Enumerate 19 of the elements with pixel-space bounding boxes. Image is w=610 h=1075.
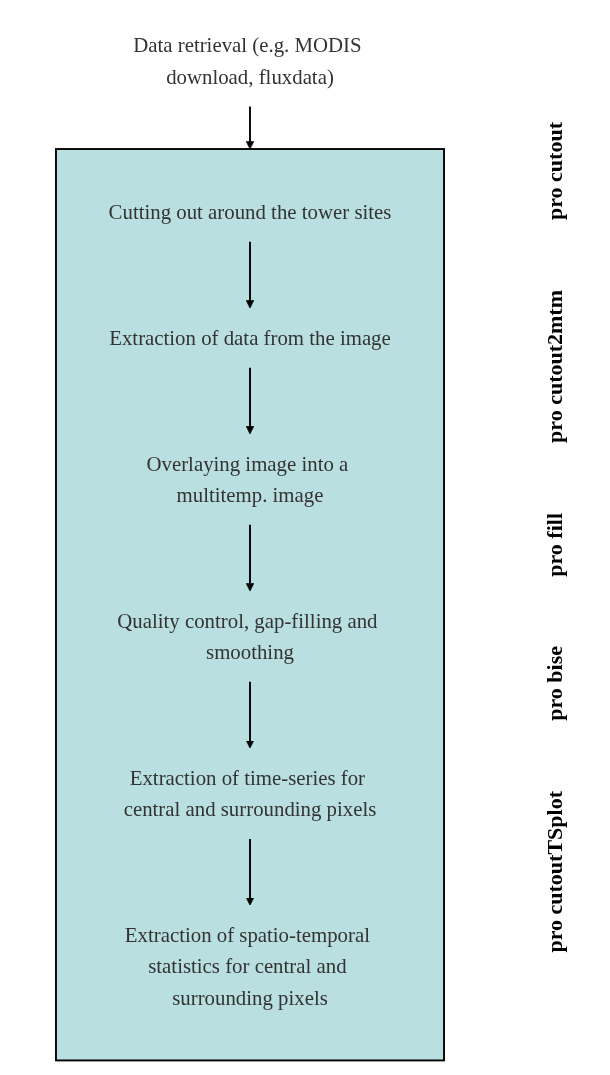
- node-text: Overlaying image into a multitemp. image: [146, 451, 349, 507]
- node-text: Cutting out around the tower sites: [108, 199, 392, 224]
- arrow: [245, 240, 255, 308]
- node-text: Quality control, gap-filling and smoothing: [117, 608, 378, 664]
- bracket-label: pro cutout2mtm: [542, 290, 568, 444]
- arrow: [245, 105, 255, 149]
- arrow: [245, 837, 255, 906]
- arrow: [245, 523, 255, 591]
- bracket-label: pro cutout: [542, 122, 568, 221]
- bracket-label: pro cutoutTSplot: [542, 791, 568, 953]
- node-text: Data retrieval (e.g. MODIS download, fluxdata): [133, 33, 362, 88]
- node-text: Extraction of time-series for central and surrounding pixels: [123, 765, 377, 821]
- node-text: Extraction of spatio-temporal statistics for central and surrounding pixels: [124, 922, 370, 1009]
- node-text: Extraction of data from the image: [109, 325, 391, 350]
- cluster: [55, 147, 445, 1061]
- bracket-label: pro bise: [542, 646, 568, 722]
- arrow: [245, 366, 255, 434]
- arrow: [245, 680, 255, 748]
- bracket-label: pro fill: [542, 512, 568, 577]
